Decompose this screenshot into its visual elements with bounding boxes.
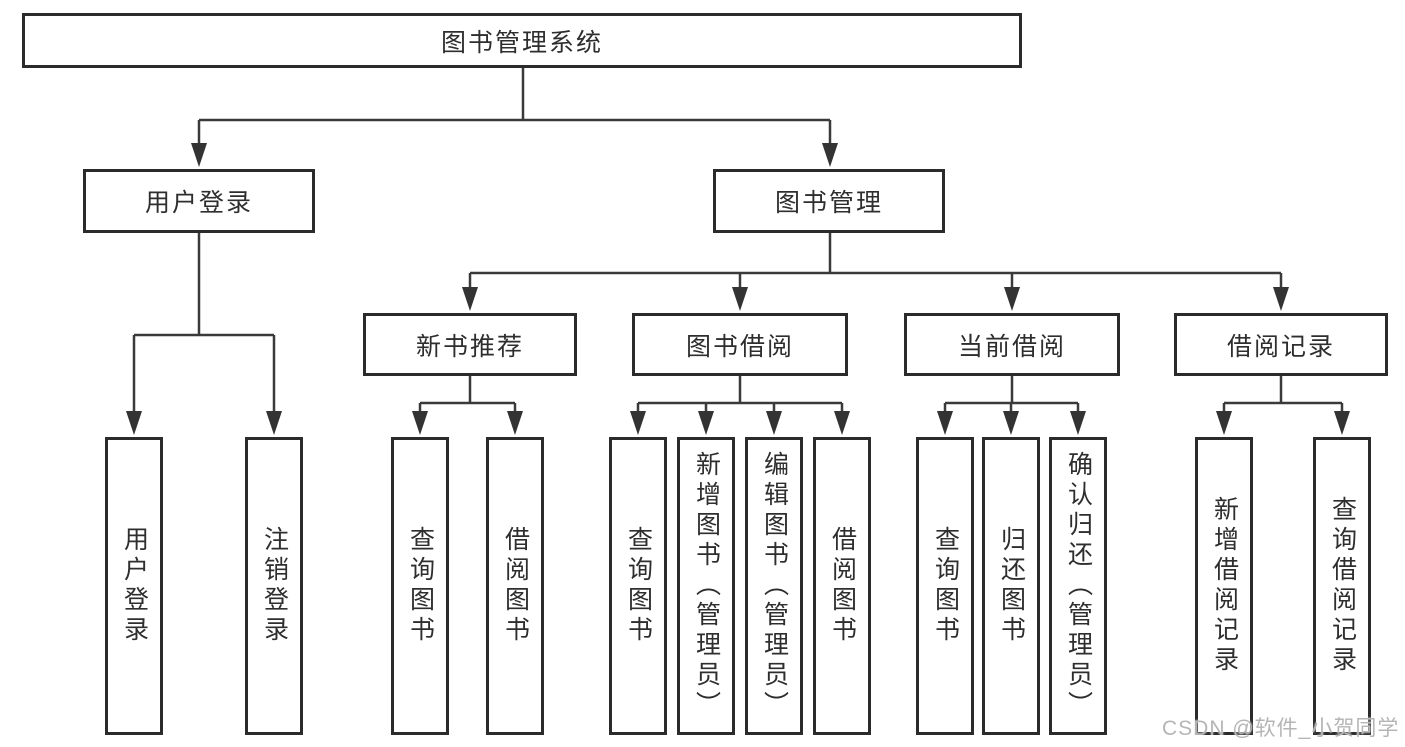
leaf-query-books-recommend: 查询图书 [391,437,449,735]
leaf-return-books-label: 归还图书 [997,526,1026,646]
node-root-label: 图书管理系统 [440,28,603,57]
leaf-query-books-current-label: 查询图书 [931,526,960,646]
leaf-confirm-return-admin-label: 确认归还（管理员） [1064,451,1093,721]
leaf-return-books: 归还图书 [982,437,1040,735]
leaf-query-books-recommend-label: 查询图书 [406,526,435,646]
node-book-borrowing: 图书借阅 [632,313,848,376]
leaf-query-books-borrowing-label: 查询图书 [624,526,653,646]
leaf-edit-books-admin-label: 编辑图书（管理员） [760,451,789,721]
leaf-borrow-books-borrowing-label: 借阅图书 [828,526,857,646]
leaf-add-borrow-record: 新增借阅记录 [1195,437,1253,735]
node-user-login: 用户登录 [83,169,315,233]
leaf-logout: 注销登录 [245,437,303,735]
node-current-borrowing: 当前借阅 [904,313,1120,376]
leaf-query-borrow-record: 查询借阅记录 [1313,437,1371,735]
node-new-book-recommend: 新书推荐 [363,313,577,376]
leaf-borrow-books-borrowing: 借阅图书 [813,437,871,735]
leaf-add-books-admin: 新增图书（管理员） [677,437,735,735]
leaf-query-books-current: 查询图书 [916,437,974,735]
leaf-add-books-admin-label: 新增图书（管理员） [692,451,721,721]
leaf-user-login-label: 用户登录 [120,526,149,646]
node-root-system: 图书管理系统 [22,13,1022,68]
leaf-edit-books-admin: 编辑图书（管理员） [745,437,803,735]
node-current-borrowing-label: 当前借阅 [957,332,1066,361]
node-book-borrowing-label: 图书借阅 [685,332,794,361]
node-user-login-label: 用户登录 [144,189,253,217]
leaf-user-login: 用户登录 [105,437,163,735]
leaf-add-borrow-record-label: 新增借阅记录 [1210,496,1239,676]
leaf-confirm-return-admin: 确认归还（管理员） [1049,437,1107,735]
node-book-management-label: 图书管理 [774,189,883,217]
leaf-query-borrow-record-label: 查询借阅记录 [1328,496,1357,676]
leaf-logout-label: 注销登录 [260,526,289,646]
leaf-borrow-books-recommend: 借阅图书 [486,437,544,735]
node-new-book-recommend-label: 新书推荐 [415,332,524,361]
csdn-watermark: CSDN @软件_小贺同学 [1162,717,1400,740]
leaf-borrow-books-recommend-label: 借阅图书 [501,526,530,646]
node-borrow-records-label: 借阅记录 [1226,332,1335,361]
leaf-query-books-borrowing: 查询图书 [609,437,667,735]
node-borrow-records: 借阅记录 [1174,313,1388,376]
node-book-management: 图书管理 [713,169,945,233]
